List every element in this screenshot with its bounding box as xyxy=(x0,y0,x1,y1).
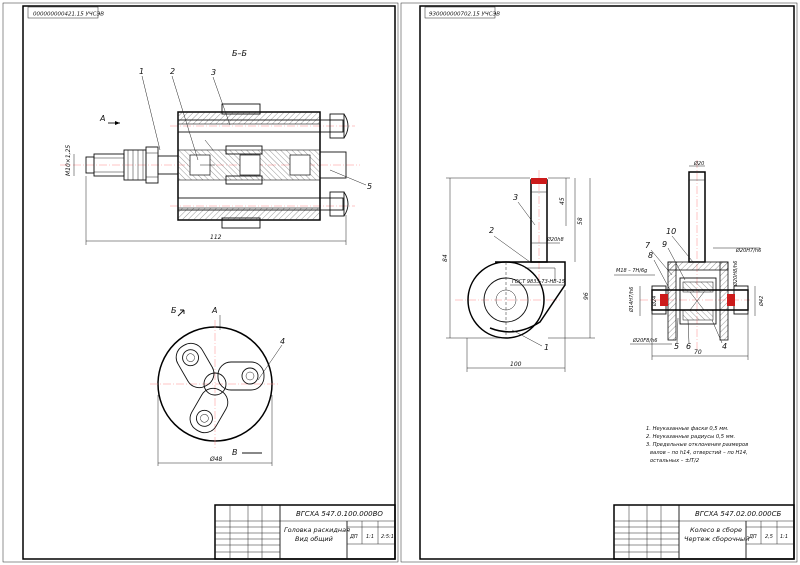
sheet-2: 930000000702.15 УЧСЭВ ГОСТ 9833-73-НВ-15… xyxy=(400,2,798,563)
dim-45: 45 xyxy=(559,197,566,205)
note-line-5: остальных – ±IT/2 xyxy=(650,458,699,464)
dim-d20h8: Ø20h8 xyxy=(546,236,564,243)
sheet-2-title-block: ВГСХА 547.02.00.000СБ Колесо в сборе Чер… xyxy=(613,504,795,560)
sheet-2-lit: ДП xyxy=(748,534,757,540)
sheet-2-stamp-code: 930000000702.15 УЧСЭВ xyxy=(429,12,500,18)
fit-1: Ø20H7/h6 xyxy=(735,247,761,254)
callout-3-front: 3 xyxy=(513,193,518,202)
thread-dimension: М10×1,25 xyxy=(65,145,72,176)
sheet-1-title-line1: Головка раскидная xyxy=(284,526,350,534)
callout-5-side: 5 xyxy=(674,342,679,351)
head-end-view: Б А 4 xyxy=(150,306,285,466)
note-line-1: 1. Неуказанные фаски 0,5 мм. xyxy=(646,426,729,432)
callout-1: 1 xyxy=(139,67,144,76)
wheel-side-section-view: Ø20 10 9 7 8 4 5 xyxy=(614,160,765,360)
fit-2: Ø20H8/h6 xyxy=(732,261,739,287)
callout-3: 3 xyxy=(211,68,216,77)
dim-d24: Ø24 xyxy=(651,296,658,307)
callout-9: 9 xyxy=(662,240,667,249)
dim-96: 96 xyxy=(583,292,590,300)
fit-4: Ø20F8/h6 xyxy=(632,337,657,344)
sheet-1-mass: 1:1 xyxy=(366,534,374,540)
note-line-3: 3. Предельные отклонения размеров xyxy=(646,442,748,448)
sheet-1-frame xyxy=(22,5,396,560)
sheet-1-stamp-box xyxy=(27,6,99,19)
callout-4-side: 4 xyxy=(722,342,727,351)
view-a-label: А xyxy=(99,114,105,123)
gost-note: ГОСТ 9833-73-НВ-15 xyxy=(512,279,565,285)
callout-5: 5 xyxy=(367,182,372,191)
overall-length-dimension: 112 xyxy=(210,234,222,241)
view-b2-label: В xyxy=(232,448,238,457)
thread-m18: М18 – 7H/6g xyxy=(616,268,647,274)
callout-4: 4 xyxy=(280,337,285,346)
sheet-1-stamp-code: 000000000421.15 УЧСЭВ xyxy=(33,12,104,18)
sheet-1-outer-border xyxy=(2,2,399,563)
dim-d42: Ø42 xyxy=(758,296,765,307)
sheet-1-scale: 2:5:1 xyxy=(381,534,394,540)
callout-8: 8 xyxy=(648,251,653,260)
sheet-2-title-line2: Чертеж сборочный xyxy=(684,535,749,543)
sheet-2-frame xyxy=(419,5,795,560)
sheet-2-scale: 1:1 xyxy=(780,534,788,540)
technical-notes: 1. Неуказанные фаски 0,5 мм. 2. Неуказан… xyxy=(646,426,748,464)
sheet-1-doc-code: ВГСХА 547.0.100.000ВО xyxy=(296,510,383,518)
view-b-label: Б xyxy=(171,306,177,315)
sheet-1: 000000000421.15 УЧСЭВ Б–Б xyxy=(2,2,399,563)
callout-6-side: 6 xyxy=(686,342,691,351)
dim-width-total: 100 xyxy=(510,361,522,368)
sheet-2-title-line1: Колесо в сборе xyxy=(690,526,742,534)
dim-height-total: 84 xyxy=(442,254,449,262)
spreader-head-section-view: 1 2 3 5 А М10×1,25 112 xyxy=(60,67,372,245)
callout-2-front: 2 xyxy=(489,226,494,235)
wheel-front-view: ГОСТ 9833-73-НВ-15 3 2 1 84 45 58 96 Ø20… xyxy=(442,170,595,372)
callout-2: 2 xyxy=(170,67,175,76)
note-line-4: валов – по h14, отверстий – по H14, xyxy=(650,450,748,456)
diameter-dimension: Ø48 xyxy=(209,456,223,463)
sheet-2-stamp-box xyxy=(424,6,496,19)
sheet-2-mass: 2,5 xyxy=(765,534,773,540)
callout-7: 7 xyxy=(645,241,651,250)
sheet-2-doc-code: ВГСХА 547.02.00.000СБ xyxy=(695,510,781,518)
section-label: Б–Б xyxy=(232,49,247,58)
bolts xyxy=(177,103,349,229)
sheet-2-outer-border xyxy=(400,2,798,563)
note-line-2: 2. Неуказанные радиусы 0,5 мм. xyxy=(646,434,735,440)
dim-58: 58 xyxy=(577,217,584,225)
sheet-1-title-block: ВГСХА 547.0.100.000ВО Головка раскидная … xyxy=(214,504,396,560)
dim-70: 70 xyxy=(694,349,702,356)
sheet-1-title-line2: Вид общий xyxy=(295,535,333,543)
callout-1-front: 1 xyxy=(544,343,549,352)
view-a2-label: А xyxy=(211,306,217,315)
fit-3: Ø14H7/h6 xyxy=(628,287,635,313)
dim-d20-top: Ø20 xyxy=(693,160,704,167)
sheet-1-lit: ДП xyxy=(349,534,358,540)
callout-10: 10 xyxy=(666,227,676,236)
